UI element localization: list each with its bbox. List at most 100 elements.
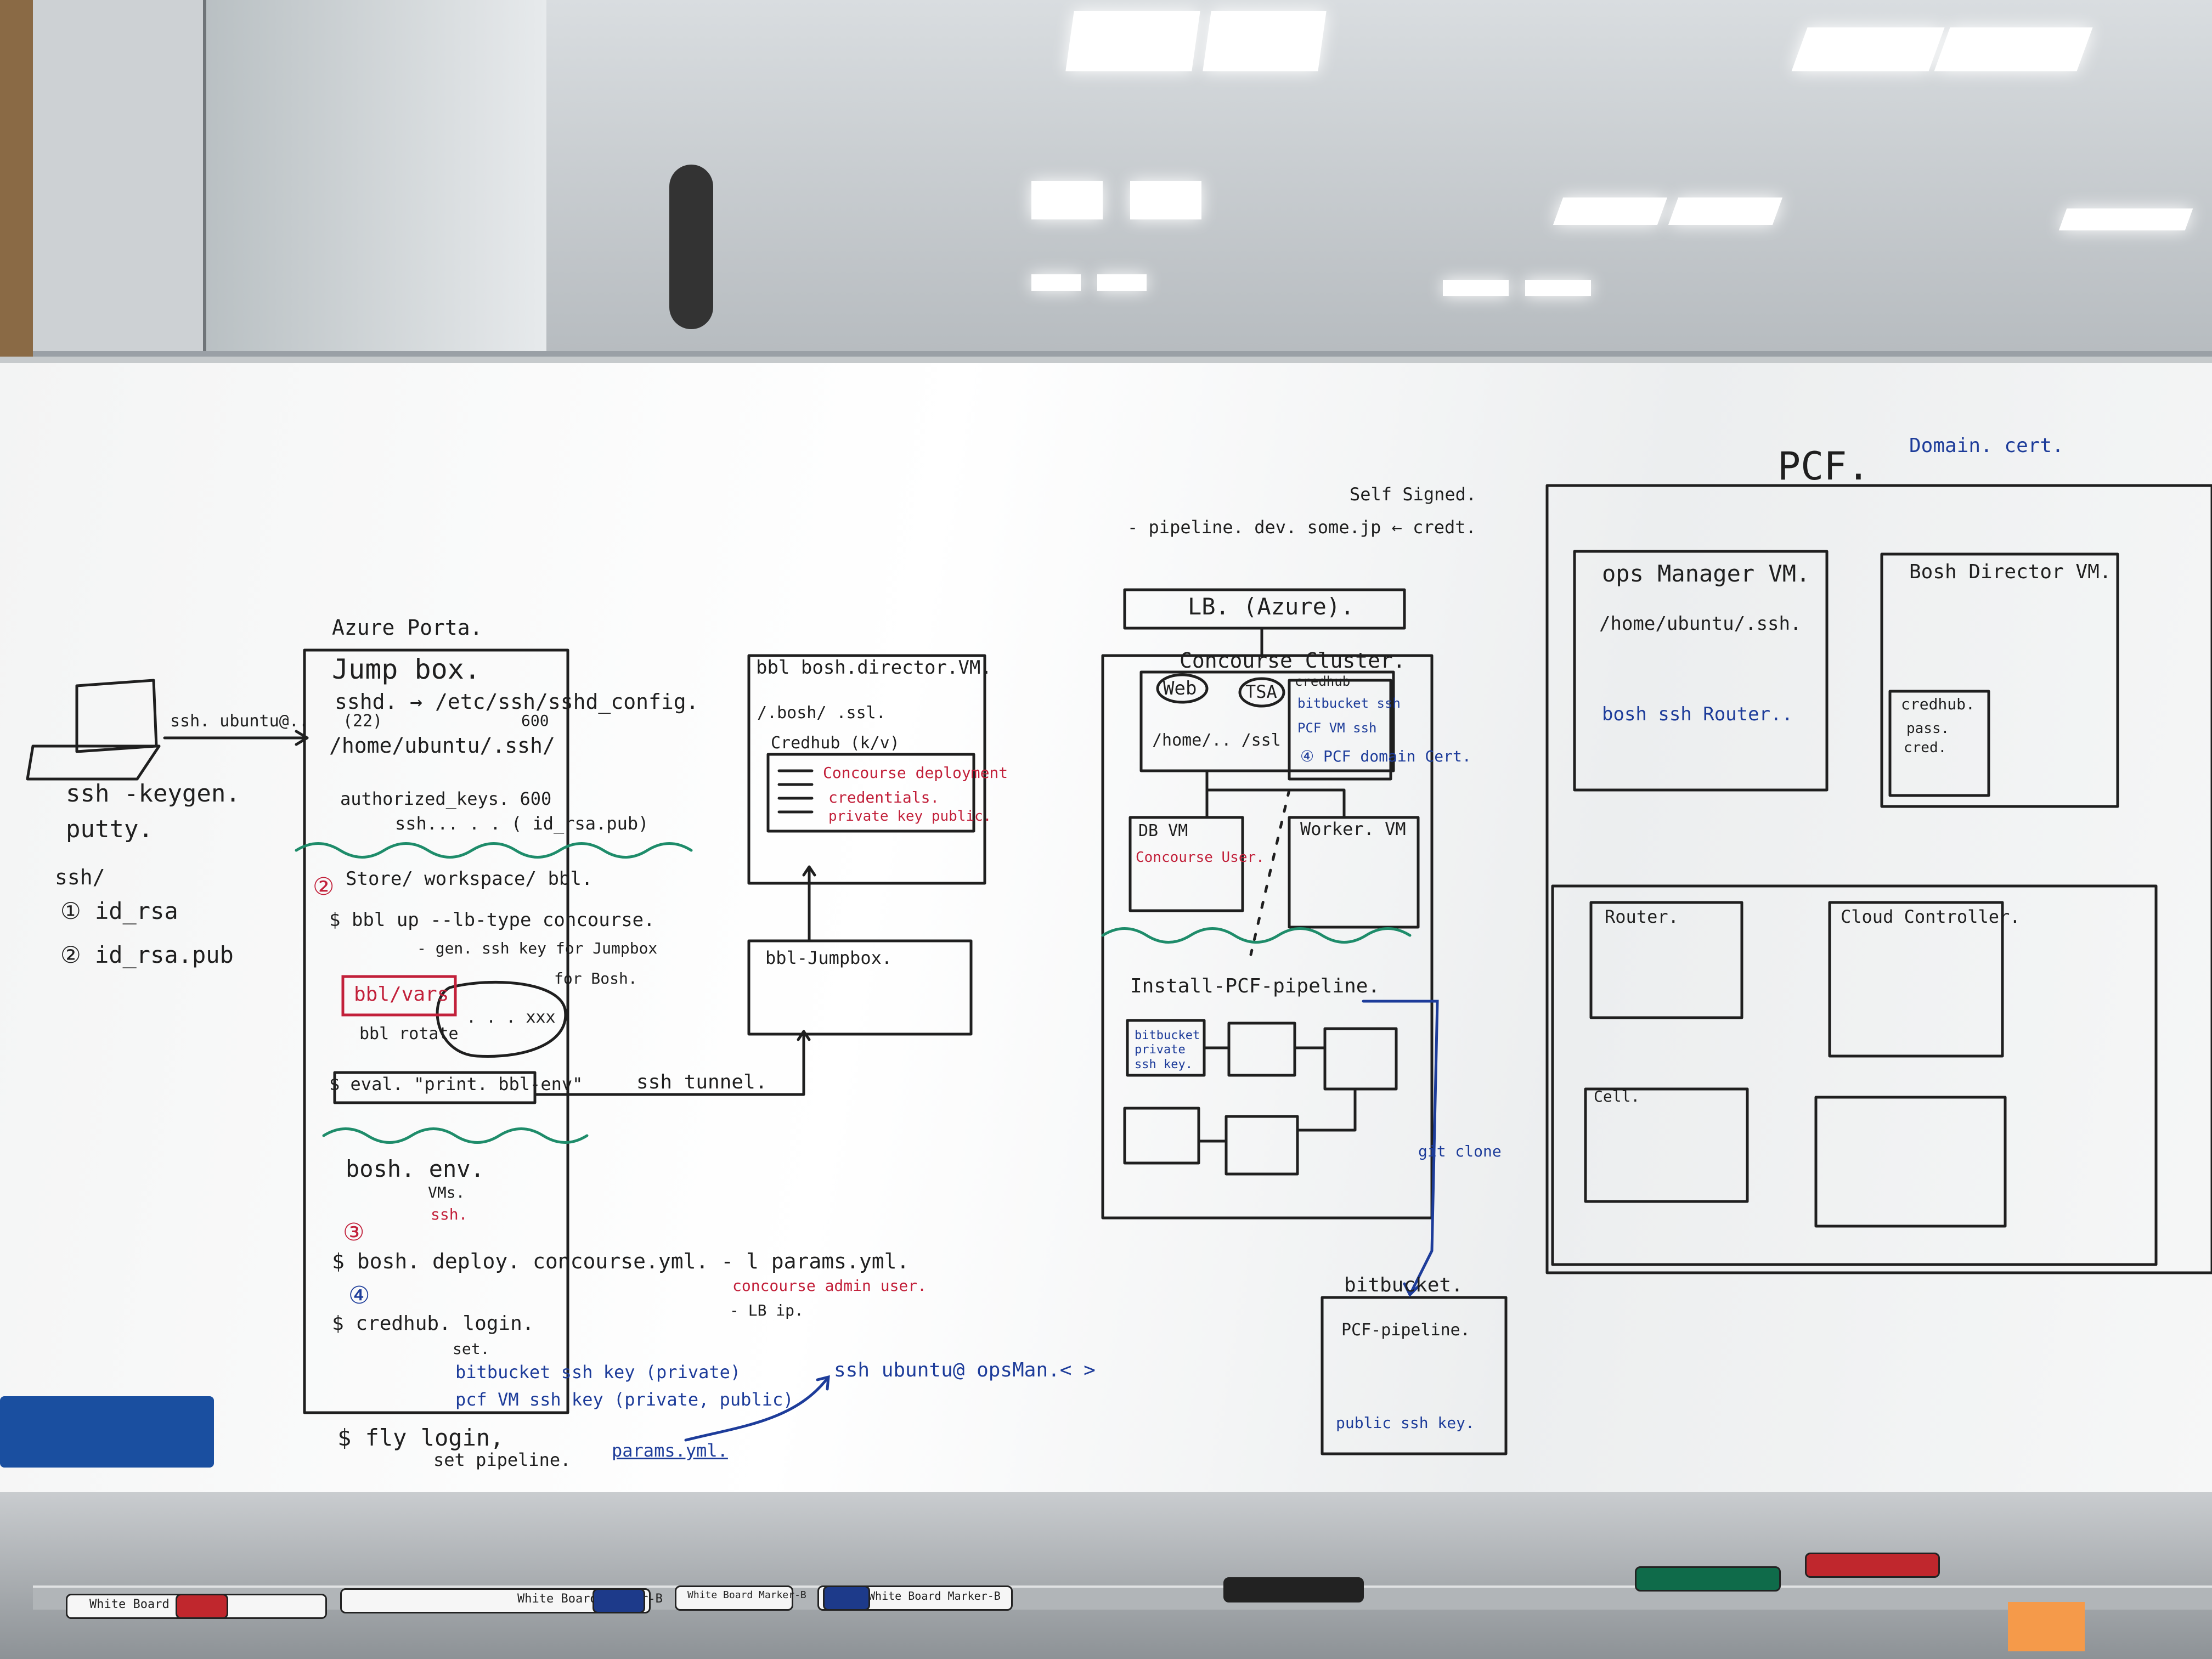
db-vm-box bbox=[1128, 816, 1244, 912]
bosh-env: bosh. env. bbox=[346, 1155, 484, 1182]
step-2-marker: ② bbox=[313, 873, 335, 901]
jumpbox-title: Jump box. bbox=[332, 653, 481, 685]
ssh-append: ssh... . . ( id_rsa.pub) bbox=[395, 813, 649, 834]
bitbucket-ssh-secret: bitbucket ssh bbox=[1297, 696, 1401, 711]
concourse-cluster-label: Concourse Cluster. bbox=[1180, 648, 1406, 673]
pcf-outer-box bbox=[1545, 484, 2212, 1274]
ceiling-light bbox=[1031, 274, 1081, 291]
ceiling-light bbox=[1525, 280, 1591, 296]
bbl-rotate: bbl rotate bbox=[359, 1024, 459, 1043]
bbl-up-command: $ bbl up --lb-type concourse. bbox=[329, 909, 655, 931]
marker-cap bbox=[176, 1594, 228, 1619]
pcf-bosh-director-box bbox=[1880, 552, 2119, 808]
bbl-vars-circle bbox=[436, 980, 567, 1058]
marker-cap bbox=[592, 1588, 645, 1613]
gen-ssh-key: - gen. ssh key for Jumpbox bbox=[417, 939, 658, 957]
router-label: Router. bbox=[1605, 906, 1679, 927]
pipeline-step-3 bbox=[1123, 1107, 1200, 1165]
home-ssh-path: /home/ubuntu/.ssh/ bbox=[329, 733, 555, 758]
sshd-config: sshd. → /etc/ssh/sshd_config. bbox=[335, 690, 699, 714]
bosh-director-title: bbl bosh.director.VM. bbox=[756, 657, 992, 679]
private-key-public: private key public. bbox=[828, 808, 992, 825]
sticky-notes bbox=[2008, 1602, 2085, 1651]
pipeline-arrows bbox=[1197, 1046, 1357, 1143]
cluster-connector bbox=[1205, 769, 1346, 819]
concourse-admin-user: concourse admin user. bbox=[732, 1277, 927, 1295]
lb-azure-label: LB. (Azure). bbox=[1188, 593, 1355, 620]
pcf-vm-box-4 bbox=[1814, 1096, 2007, 1228]
web-ellipse bbox=[1156, 673, 1209, 704]
pipeline-step-2 bbox=[1323, 1027, 1398, 1091]
pcf-bosh-director-title: Bosh Director VM. bbox=[1909, 561, 2112, 583]
credhub-login: $ credhub. login. bbox=[332, 1312, 534, 1335]
ceiling-light bbox=[1097, 274, 1147, 291]
bosh-ssh-path: /.bosh/ .ssl. bbox=[757, 703, 886, 723]
credhub-secrets-box bbox=[1288, 679, 1392, 781]
jumpbox-box bbox=[303, 648, 569, 1414]
pcf-vm-grid-box bbox=[1551, 884, 2158, 1266]
cloud-controller-label: Cloud Controller. bbox=[1841, 906, 2021, 927]
credhub-kv: Credhub (k/v) bbox=[771, 733, 900, 753]
sshd-port: (22) bbox=[343, 712, 383, 731]
cell-box bbox=[1584, 1087, 1749, 1203]
self-signed-label: Self Signed. bbox=[1350, 484, 1477, 505]
ssh-opsman: ssh ubuntu@ opsMan.< > bbox=[834, 1359, 1096, 1381]
pipeline-step-4 bbox=[1224, 1115, 1299, 1176]
pcf-domain-cert: ④ PCF domain Cert. bbox=[1300, 747, 1471, 765]
web-label: Web bbox=[1163, 678, 1197, 699]
eval-command: $ eval. "print. bbl-env" bbox=[329, 1074, 583, 1094]
bosh-director-box bbox=[747, 654, 986, 885]
ceiling-light bbox=[1443, 280, 1509, 296]
credhub-inner-box bbox=[766, 753, 975, 833]
pipeline-domain: - pipeline. dev. some.jp ← credt. bbox=[1127, 517, 1476, 538]
marker-label: White Board Marker-B bbox=[687, 1589, 806, 1601]
bbl-jumpbox-label: bbl-Jumpbox. bbox=[765, 947, 893, 968]
pcf-credhub-label: credhub. bbox=[1901, 695, 1975, 713]
key2-label: ② id_rsa.pub bbox=[60, 941, 234, 968]
ssh-arrow-label: ssh. ubuntu@.. bbox=[170, 712, 309, 731]
install-pcf-pipeline: Install-PCF-pipeline. bbox=[1130, 975, 1380, 997]
store-workspace: Store/ workspace/ bbl. bbox=[346, 868, 593, 890]
wall-clock bbox=[669, 165, 713, 329]
wavy-divider-1 bbox=[295, 842, 693, 859]
authorized-keys: authorized_keys. 600 bbox=[340, 788, 552, 809]
concourse-user-label: Concourse User. bbox=[1136, 849, 1265, 866]
lb-ip: - LB ip. bbox=[730, 1301, 804, 1319]
ssh-red-label: ssh. bbox=[431, 1205, 468, 1223]
bbl-vars-box bbox=[341, 975, 457, 1017]
cloud-controller-box bbox=[1828, 901, 2004, 1058]
worker-vm-label: Worker. VM bbox=[1300, 819, 1406, 839]
bitbucket-private-key: bitbucket private ssh key. bbox=[1135, 1029, 1200, 1071]
xxx-label: . . . xxx bbox=[466, 1008, 556, 1027]
bitbucket-box bbox=[1321, 1296, 1508, 1455]
public-ssh-key: public ssh key. bbox=[1336, 1414, 1475, 1432]
pcf-credhub-box bbox=[1888, 690, 1990, 797]
tsa-label: TSA bbox=[1245, 681, 1277, 702]
key1-label: ① id_rsa bbox=[60, 898, 178, 924]
pcf-vm-ssh-key: pcf VM ssh key (private, public) bbox=[455, 1389, 794, 1410]
set-pipeline: set pipeline. bbox=[433, 1449, 571, 1470]
ceiling-light bbox=[1031, 181, 1103, 219]
ops-manager-home: /home/ubuntu/.ssh. bbox=[1599, 613, 1802, 635]
marker-cap bbox=[823, 1585, 870, 1611]
db-vm-label: DB VM bbox=[1138, 821, 1188, 840]
laptop-sketch bbox=[26, 679, 161, 781]
web-tsa-box bbox=[1139, 670, 1395, 772]
marker-cap bbox=[1223, 1577, 1364, 1602]
pcf-title: PCF. bbox=[1778, 444, 1870, 489]
marker-cap bbox=[1805, 1553, 1940, 1578]
ssh-dir-perm: 600 bbox=[521, 712, 549, 730]
for-bosh: for Bosh. bbox=[554, 969, 637, 988]
whiteboard-eraser bbox=[0, 1396, 214, 1468]
pipeline-step-1 bbox=[1227, 1022, 1296, 1077]
azure-portal-label: Azure Porta. bbox=[332, 616, 483, 640]
pcf-pass-label: pass. bbox=[1906, 720, 1950, 737]
credentials-label: credentials. bbox=[828, 788, 940, 806]
marker-cap bbox=[1635, 1566, 1781, 1592]
git-clone-label: git clone bbox=[1418, 1142, 1502, 1160]
wavy-divider-3 bbox=[1101, 927, 1412, 944]
ssh-dir-label: ssh/ bbox=[55, 865, 105, 889]
tsa-ellipse bbox=[1238, 677, 1285, 708]
